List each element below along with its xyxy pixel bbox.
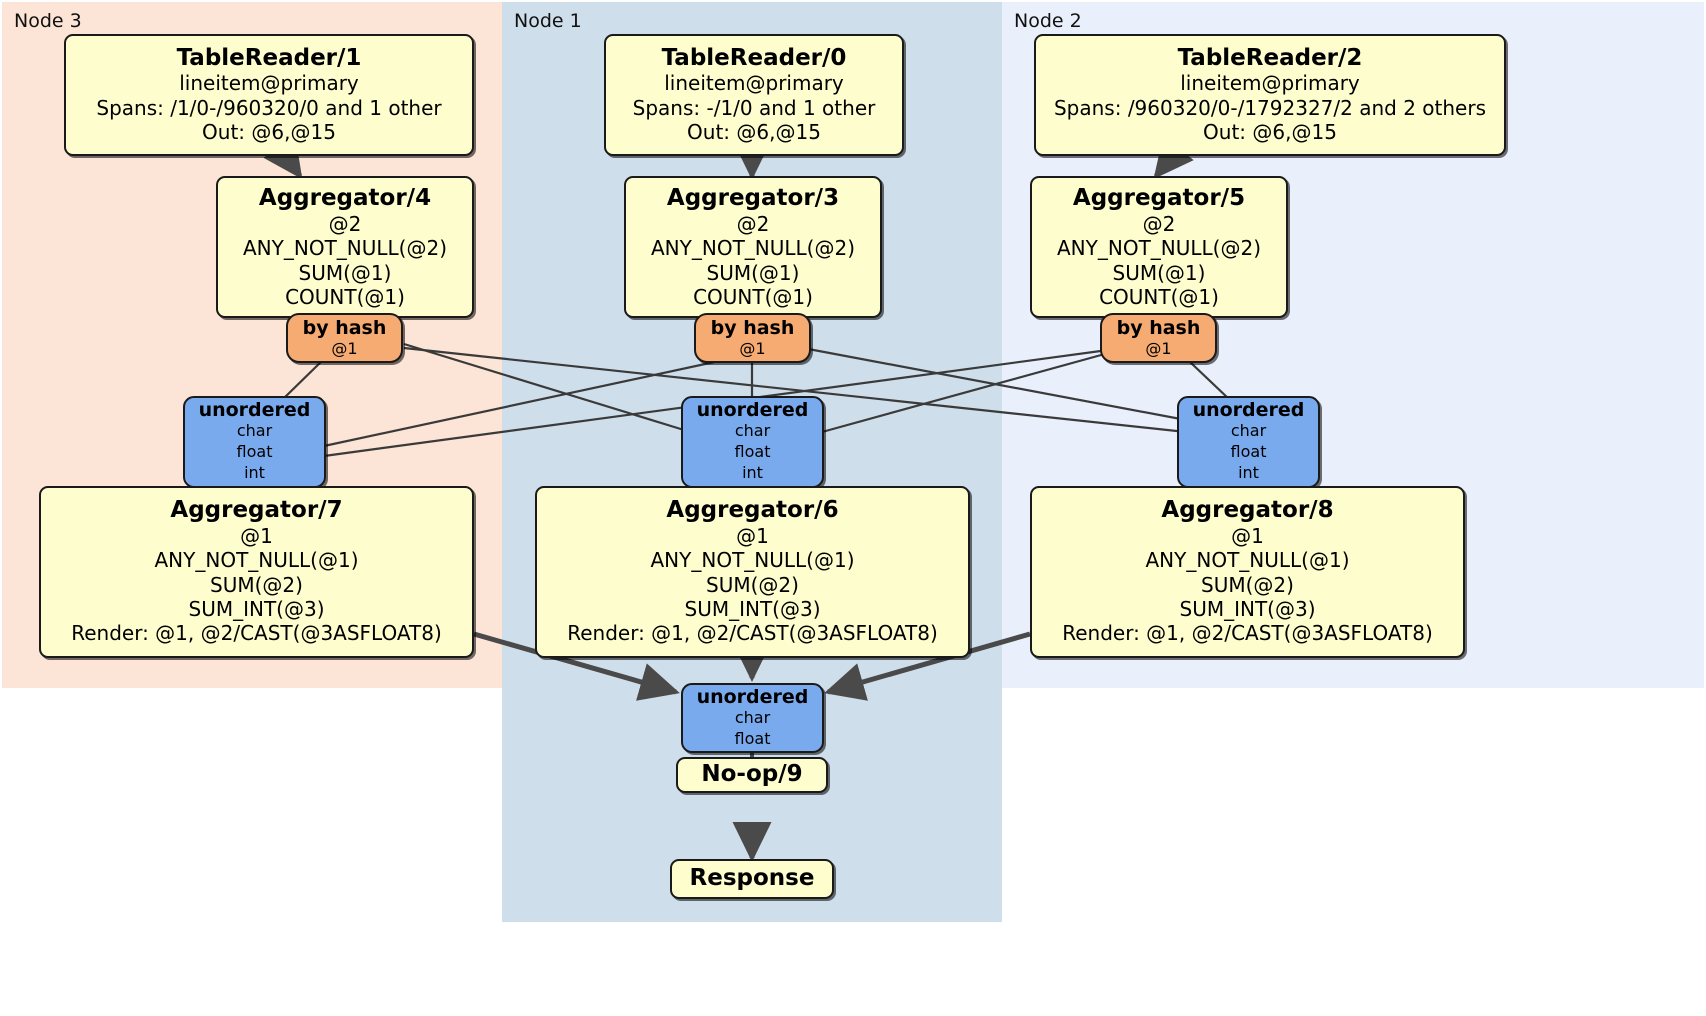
processor-title: TableReader/1 [176,44,362,71]
processor-title: TableReader/0 [661,44,847,71]
processor-detail: COUNT(@1) [693,284,813,309]
processor-detail: Out: @6,@15 [1203,120,1337,145]
processor-title: Response [689,865,815,892]
processor-aggregator-4[interactable]: Aggregator/4 @2 ANY_NOT_NULL(@2) SUM(@1)… [216,176,474,318]
node-region-label-node3: Node 3 [14,10,82,32]
processor-noop-9[interactable]: No-op/9 [676,757,828,793]
processor-detail: @1 [240,523,273,548]
processor-detail: lineitem@primary [664,71,844,96]
processor-detail: Render: @1, @2/CAST(@3ASFLOAT8) [567,621,938,646]
processor-detail: ANY_NOT_NULL(@1) [650,548,855,573]
sync-detail: float [734,728,771,748]
node-region-label-node1: Node 1 [514,10,582,32]
processor-detail: @2 [736,211,770,236]
processor-aggregator-7[interactable]: Aggregator/7 @1 ANY_NOT_NULL(@1) SUM(@2)… [39,486,474,658]
processor-aggregator-3[interactable]: Aggregator/3 @2 ANY_NOT_NULL(@2) SUM(@1)… [624,176,882,318]
processor-table-reader-2[interactable]: TableReader/2 lineitem@primary Spans: /9… [1034,34,1506,156]
processor-table-reader-0[interactable]: TableReader/0 lineitem@primary Spans: -/… [604,34,904,156]
input-sync-unordered-right[interactable]: unordered char float int [1177,396,1320,488]
router-detail: @1 [331,338,358,358]
node-region-label-node2: Node 2 [1014,10,1082,32]
processor-title: Aggregator/6 [666,497,839,524]
sync-detail: float [1230,442,1267,462]
processor-aggregator-5[interactable]: Aggregator/5 @2 ANY_NOT_NULL(@2) SUM(@1)… [1030,176,1288,318]
processor-response[interactable]: Response [670,859,834,899]
processor-detail: @1 [1231,523,1264,548]
router-detail: @1 [739,338,766,358]
processor-detail: SUM_INT(@3) [188,597,325,622]
processor-detail: ANY_NOT_NULL(@2) [243,236,447,261]
processor-detail: Spans: /960320/0-/1792327/2 and 2 others [1053,95,1486,120]
processor-detail: SUM(@1) [706,260,800,285]
processor-title: No-op/9 [701,761,803,788]
processor-detail: SUM(@2) [706,572,799,597]
sync-title: unordered [696,685,809,708]
processor-detail: SUM_INT(@3) [1179,597,1316,622]
processor-detail: SUM(@1) [1112,260,1206,285]
sync-detail: char [734,707,771,727]
processor-detail: COUNT(@1) [1099,284,1219,309]
sync-detail: int [244,463,265,483]
router-title: by hash [710,316,795,339]
sync-detail: int [742,463,763,483]
processor-detail: SUM(@1) [298,260,392,285]
processor-detail: Spans: /1/0-/960320/0 and 1 other [96,95,442,120]
processor-title: Aggregator/3 [666,185,840,211]
processor-detail: COUNT(@1) [285,284,405,309]
output-router-by-hash-right[interactable]: by hash @1 [1100,313,1217,363]
processor-detail: @1 [736,523,769,548]
processor-aggregator-6[interactable]: Aggregator/6 @1 ANY_NOT_NULL(@1) SUM(@2)… [535,486,970,658]
sync-title: unordered [198,399,311,422]
processor-detail: Render: @1, @2/CAST(@3ASFLOAT8) [1062,621,1433,646]
processor-detail: ANY_NOT_NULL(@1) [1145,548,1350,573]
sync-detail: char [236,421,273,441]
processor-title: Aggregator/4 [258,185,432,211]
processor-detail: Render: @1, @2/CAST(@3ASFLOAT8) [71,621,442,646]
sync-detail: float [734,442,771,462]
processor-title: Aggregator/8 [1161,497,1334,524]
processor-detail: ANY_NOT_NULL(@1) [154,548,359,573]
sync-detail: float [236,442,273,462]
input-sync-unordered-left[interactable]: unordered char float int [183,396,326,488]
processor-title: TableReader/2 [1177,44,1363,71]
processor-table-reader-1[interactable]: TableReader/1 lineitem@primary Spans: /1… [64,34,474,156]
processor-detail: @2 [1142,211,1176,236]
processor-detail: Out: @6,@15 [202,120,336,145]
processor-detail: Spans: -/1/0 and 1 other [632,95,876,120]
output-router-by-hash-left[interactable]: by hash @1 [286,313,403,363]
sync-detail: int [1238,463,1259,483]
router-title: by hash [302,316,387,339]
processor-detail: ANY_NOT_NULL(@2) [1057,236,1261,261]
sync-title: unordered [1192,399,1305,422]
sync-detail: char [1230,421,1267,441]
router-title: by hash [1116,316,1201,339]
processor-detail: SUM(@2) [1201,572,1294,597]
processor-detail: @2 [328,211,362,236]
sync-detail: char [734,421,771,441]
router-detail: @1 [1145,338,1172,358]
processor-detail: Out: @6,@15 [687,120,821,145]
processor-title: Aggregator/7 [170,497,343,524]
processor-title: Aggregator/5 [1072,185,1246,211]
processor-detail: lineitem@primary [1180,71,1360,96]
sync-title: unordered [696,399,809,422]
processor-detail: lineitem@primary [179,71,359,96]
processor-aggregator-8[interactable]: Aggregator/8 @1 ANY_NOT_NULL(@1) SUM(@2)… [1030,486,1465,658]
processor-detail: SUM_INT(@3) [684,597,821,622]
input-sync-unordered-center[interactable]: unordered char float int [681,396,824,488]
input-sync-unordered-final[interactable]: unordered char float [681,683,824,753]
processor-detail: ANY_NOT_NULL(@2) [651,236,855,261]
output-router-by-hash-center[interactable]: by hash @1 [694,313,811,363]
processor-detail: SUM(@2) [210,572,303,597]
